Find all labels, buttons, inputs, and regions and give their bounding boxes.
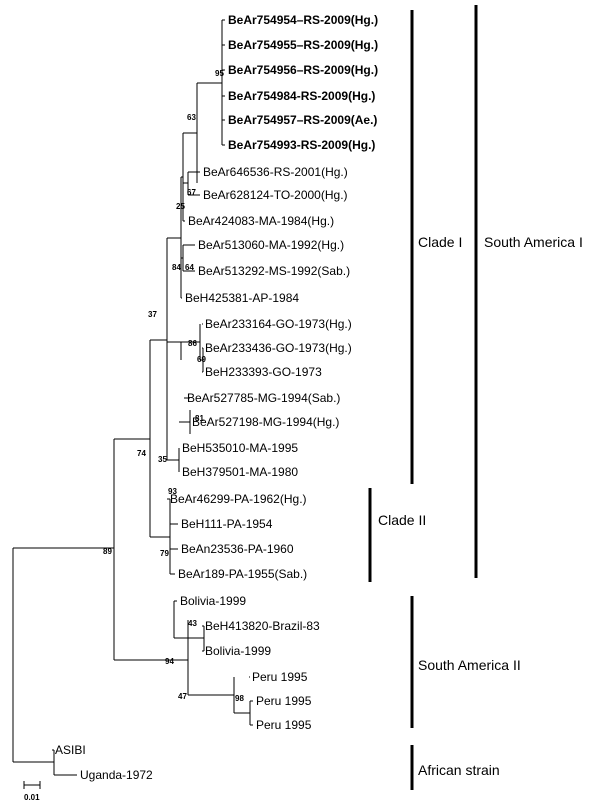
leaf-label: BeAr628124-TO-2000(Hg.) [203, 188, 348, 202]
bootstrap-value: 79 [160, 549, 169, 558]
group-label: South America II [418, 657, 521, 673]
leaf-label: BeAr513060-MA-1992(Hg.) [198, 238, 344, 252]
bootstrap-value: 37 [148, 310, 157, 319]
leaf-labels: BeAr754954–RS-2009(Hg.) BeAr754955–RS-200… [55, 13, 378, 782]
group-annotations: Clade I Clade II South America I South Amer… [368, 5, 583, 790]
bootstrap-value: 25 [176, 202, 185, 211]
bootstrap-value: 95 [215, 69, 224, 78]
bootstrap-value: 94 [165, 657, 174, 666]
leaf-label: BeAr754954–RS-2009(Hg.) [228, 13, 378, 27]
leaf-label: Peru 1995 [256, 694, 312, 708]
bootstrap-value: 43 [188, 619, 197, 628]
leaf-label: BeH535010-MA-1995 [182, 441, 298, 455]
leaf-label: BeAr233164-GO-1973(Hg.) [205, 317, 352, 331]
scale-label: 0.01 [24, 793, 40, 802]
leaf-label: Bolivia-1999 [205, 644, 271, 658]
leaf-label: BeAr754993-RS-2009(Hg.) [228, 138, 375, 152]
leaf-label: BeAr754956–RS-2009(Hg.) [228, 63, 378, 77]
tree-branches [12, 19, 253, 776]
bootstrap-value: 89 [103, 547, 112, 556]
leaf-label: BeAr646536-RS-2001(Hg.) [203, 165, 348, 179]
leaf-label: BeAr233436-GO-1973(Hg.) [205, 341, 352, 355]
group-label: South America I [484, 234, 583, 250]
leaf-label: BeH425381-AP-1984 [185, 291, 299, 305]
bootstrap-value: 86 [188, 339, 197, 348]
leaf-label: Bolivia-1999 [180, 594, 246, 608]
leaf-label: BeAn23536-PA-1960 [181, 542, 294, 556]
group-label: Clade I [418, 234, 462, 250]
bootstrap-value: 69 [197, 355, 206, 364]
group-label: African strain [418, 762, 500, 778]
leaf-label: BeAr754984-RS-2009(Hg.) [228, 89, 375, 103]
leaf-label: BeAr189-PA-1955(Sab.) [178, 567, 307, 581]
leaf-label: BeAr46299-PA-1962(Hg.) [170, 492, 307, 506]
leaf-label: BeAr424083-MA-1984(Hg.) [188, 214, 334, 228]
group-label: Clade II [378, 512, 426, 528]
bootstrap-value: 84 [172, 263, 181, 272]
bootstrap-value: 81 [195, 414, 204, 423]
bootstrap-value: 64 [185, 263, 194, 272]
bootstrap-value: 67 [187, 188, 196, 197]
leaf-label: BeH379501-MA-1980 [182, 465, 298, 479]
leaf-label: Peru 1995 [256, 718, 312, 732]
leaf-label: BeH233393-GO-1973 [205, 365, 322, 379]
leaf-label: Peru 1995 [252, 670, 308, 684]
bootstrap-value: 47 [178, 692, 187, 701]
leaf-label: BeH111-PA-1954 [181, 517, 273, 531]
leaf-label: Uganda-1972 [80, 768, 153, 782]
leaf-label: BeAr513292-MS-1992(Sab.) [198, 264, 350, 278]
bootstrap-value: 93 [168, 487, 177, 496]
leaf-label: BeH413820-Brazil-83 [205, 619, 320, 633]
scale-bar: 0.01 [23, 781, 41, 802]
leaf-label: BeAr754957–RS-2009(Ae.) [228, 113, 377, 127]
leaf-label: BeAr754955–RS-2009(Hg.) [228, 38, 378, 52]
leaf-label: BeAr527785-MG-1994(Sab.) [187, 391, 340, 405]
leaf-label: ASIBI [55, 743, 86, 757]
leaf-label: BeAr527198-MG-1994(Hg.) [192, 415, 339, 429]
bootstrap-value: 98 [235, 694, 244, 703]
bootstrap-value: 74 [137, 449, 146, 458]
bootstrap-value: 63 [187, 113, 196, 122]
bootstrap-value: 35 [158, 455, 167, 464]
